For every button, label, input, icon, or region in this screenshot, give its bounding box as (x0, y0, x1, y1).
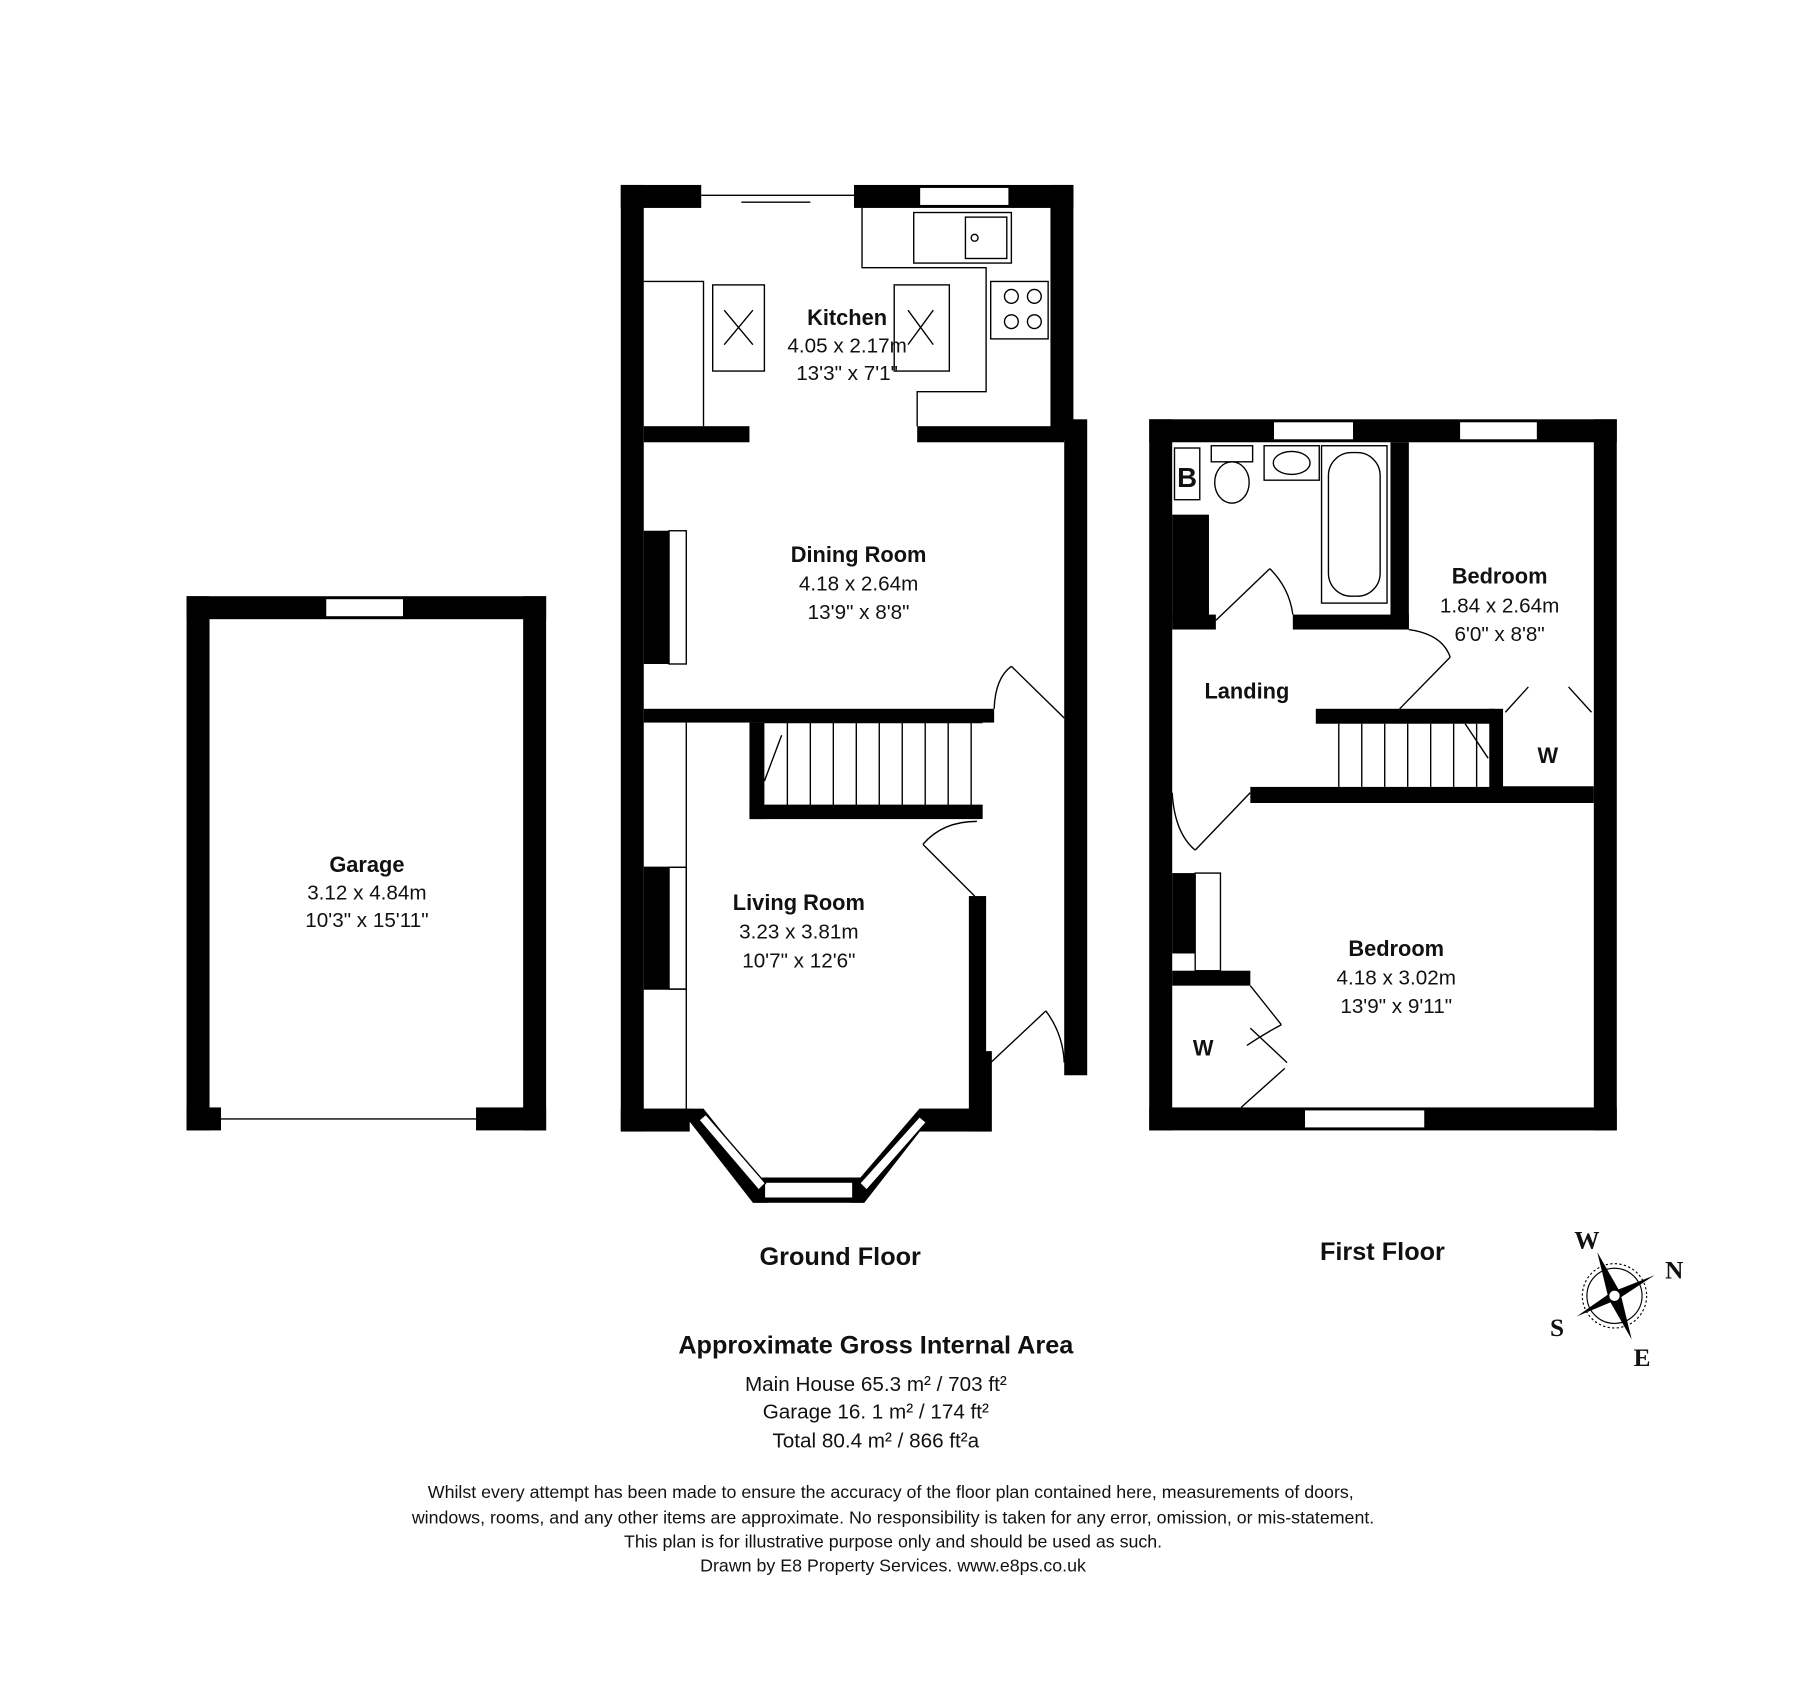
dining-name: Dining Room (791, 542, 927, 567)
ground-floor-label: Ground Floor (760, 1243, 922, 1271)
doors (1171, 568, 1594, 1108)
area-main: Main House 65.3 m² / 703 ft² (745, 1373, 1007, 1396)
kitchen-units (643, 207, 1049, 427)
dining-metric: 4.18 x 2.64m (799, 572, 918, 595)
compass-n: N (1665, 1257, 1683, 1285)
disclaimer-line: This plan is for illustrative purpose on… (624, 1531, 1162, 1551)
kitchen-metric: 4.05 x 2.17m (787, 335, 906, 358)
skylight (712, 284, 766, 372)
ground-floor-plan: Kitchen 4.05 x 2.17m 13'3" x 7'1" Dining… (620, 184, 1088, 1203)
garage-imperial: 10'3" x 15'11" (305, 909, 428, 932)
bedroom-small-name: Bedroom (1452, 564, 1548, 589)
doors (922, 665, 1065, 1064)
bedroom-main-name: Bedroom (1348, 936, 1444, 961)
kitchen-name: Kitchen (807, 305, 887, 330)
boiler (1173, 447, 1201, 501)
garage-window (324, 597, 405, 618)
bedroom-small-metric: 1.84 x 2.64m (1440, 594, 1559, 617)
first-floor-plan: B Bedroom 1.84 x 2.64m 6'0" x 8'8" Landi… (1149, 419, 1617, 1131)
garage-plan: Garage 3.12 x 4.84m 10'3" x 15'11" (186, 596, 547, 1131)
bath (1320, 445, 1388, 604)
ground-stairs (763, 721, 983, 806)
garage-metric: 3.12 x 4.84m (307, 881, 426, 904)
bedroom-small-imperial: 6'0" x 8'8" (1454, 623, 1544, 646)
disclaimer-line: Whilst every attempt has been made to en… (428, 1482, 1354, 1502)
compass-e: E (1634, 1344, 1651, 1372)
area-title: Approximate Gross Internal Area (678, 1331, 1074, 1359)
area-garage: Garage 16. 1 m² / 174 ft² (763, 1401, 989, 1424)
landing-name: Landing (1204, 678, 1289, 703)
living-imperial: 10'7" x 12'6" (742, 949, 855, 972)
area-total: Total 80.4 m² / 866 ft²a (772, 1429, 979, 1452)
first-floor-label: First Floor (1320, 1238, 1445, 1266)
bedroom-main-imperial: 13'9" x 9'11" (1340, 995, 1452, 1018)
wardrobe-label: W (1193, 1036, 1214, 1061)
first-stairs (1338, 723, 1489, 787)
disclaimer-credit: Drawn by E8 Property Services. www.e8ps.… (700, 1556, 1086, 1576)
bathroom-fittings: B (1173, 445, 1388, 604)
toilet (1210, 445, 1254, 463)
kitchen-window (918, 186, 1010, 207)
garage-name: Garage (329, 852, 404, 877)
wardrobe-label: W (1538, 743, 1559, 768)
fireplaces (643, 530, 687, 1109)
compass-w: W (1574, 1227, 1599, 1255)
kitchen-imperial: 13'3" x 7'1" (796, 362, 898, 385)
bay-window (683, 1108, 934, 1203)
skylight (893, 284, 951, 372)
compass-icon: W N S E (1550, 1227, 1683, 1372)
disclaimer-line: windows, rooms, and any other items are … (411, 1507, 1374, 1527)
basin (1263, 445, 1320, 481)
dining-imperial: 13'9" x 8'8" (808, 601, 910, 624)
living-metric: 3.23 x 3.81m (739, 921, 858, 944)
bedroom-main-metric: 4.18 x 3.02m (1337, 967, 1456, 990)
compass-s: S (1550, 1314, 1564, 1342)
boiler-label: B (1177, 462, 1197, 493)
sink (913, 211, 1013, 264)
hob (990, 280, 1049, 340)
living-name: Living Room (733, 890, 865, 915)
